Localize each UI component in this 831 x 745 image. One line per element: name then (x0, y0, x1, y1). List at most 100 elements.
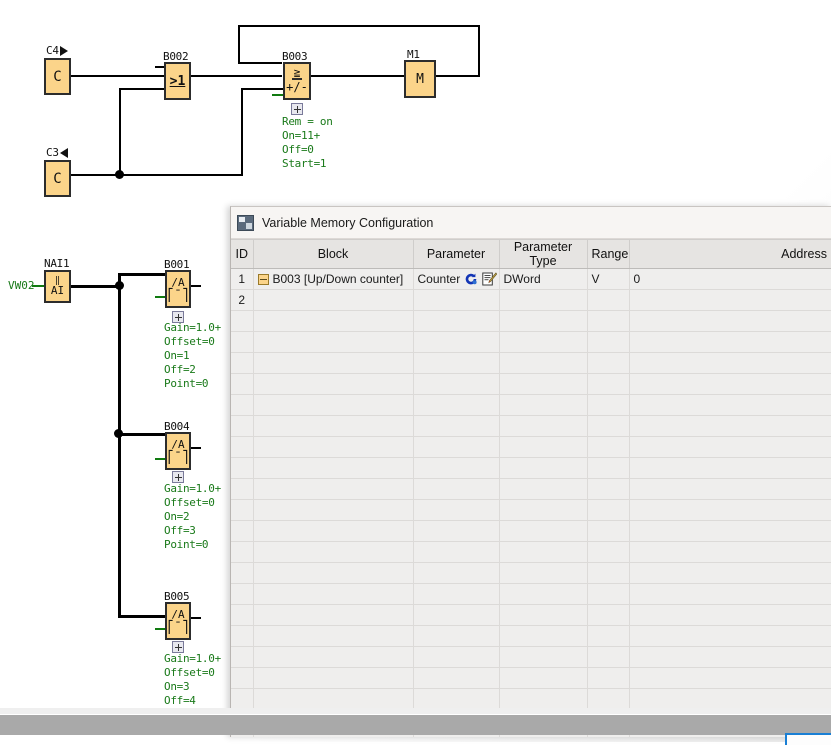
block-c3[interactable]: C (44, 160, 71, 197)
table-row[interactable] (231, 542, 831, 563)
cell-empty[interactable] (629, 395, 831, 416)
cell-empty[interactable] (231, 584, 253, 605)
cell-empty[interactable] (499, 395, 587, 416)
cell-empty[interactable] (499, 374, 587, 395)
cell-empty[interactable] (499, 479, 587, 500)
cell-empty[interactable] (587, 416, 629, 437)
cell-empty[interactable] (413, 479, 499, 500)
cell-empty[interactable] (587, 563, 629, 584)
cell-empty[interactable] (499, 353, 587, 374)
cell-empty[interactable] (253, 395, 413, 416)
cell-empty[interactable] (587, 626, 629, 647)
table-row[interactable] (231, 626, 831, 647)
cell-empty[interactable] (253, 416, 413, 437)
block-c4[interactable]: C (44, 58, 71, 95)
cell-empty[interactable] (629, 500, 831, 521)
edit-icon[interactable] (482, 272, 497, 286)
cell-empty[interactable] (499, 647, 587, 668)
cell-empty[interactable] (413, 353, 499, 374)
expand-b003-button[interactable] (291, 103, 303, 115)
cell-empty[interactable] (499, 500, 587, 521)
cell-empty[interactable] (629, 437, 831, 458)
variable-memory-configuration-dialog[interactable]: Variable Memory Configuration ID Block P… (230, 206, 831, 737)
cell-empty[interactable] (413, 647, 499, 668)
table-row[interactable] (231, 584, 831, 605)
cell-empty[interactable] (499, 416, 587, 437)
cell-empty[interactable] (231, 395, 253, 416)
cell-empty[interactable] (629, 542, 831, 563)
cell-empty[interactable] (253, 500, 413, 521)
cell-parameter[interactable] (413, 290, 499, 311)
table-row[interactable] (231, 353, 831, 374)
cell-empty[interactable] (231, 374, 253, 395)
cell-empty[interactable] (253, 563, 413, 584)
cell-empty[interactable] (231, 647, 253, 668)
cell-empty[interactable] (413, 521, 499, 542)
cell-empty[interactable] (587, 374, 629, 395)
cell-empty[interactable] (413, 689, 499, 710)
cell-empty[interactable] (499, 311, 587, 332)
cell-empty[interactable] (587, 689, 629, 710)
cell-empty[interactable] (231, 311, 253, 332)
table-row[interactable] (231, 458, 831, 479)
cell-empty[interactable] (629, 584, 831, 605)
table-row[interactable] (231, 437, 831, 458)
cell-empty[interactable] (499, 563, 587, 584)
cell-empty[interactable] (587, 500, 629, 521)
cell-empty[interactable] (253, 605, 413, 626)
block-b005[interactable]: /A ⎡¯⎤ (165, 602, 191, 640)
table-row[interactable] (231, 479, 831, 500)
table-row[interactable] (231, 647, 831, 668)
cell-empty[interactable] (629, 458, 831, 479)
cell-empty[interactable] (413, 542, 499, 563)
cell-empty[interactable] (587, 311, 629, 332)
table-row[interactable] (231, 374, 831, 395)
cell-empty[interactable] (413, 311, 499, 332)
table-row[interactable] (231, 605, 831, 626)
cell-empty[interactable] (629, 521, 831, 542)
cell-empty[interactable] (413, 626, 499, 647)
cell-empty[interactable] (253, 374, 413, 395)
cell-empty[interactable] (587, 479, 629, 500)
cell-empty[interactable] (499, 584, 587, 605)
cell-empty[interactable] (231, 521, 253, 542)
cell-empty[interactable] (231, 458, 253, 479)
variable-memory-grid[interactable]: ID Block Parameter Parameter Type Range … (231, 239, 831, 737)
cell-empty[interactable] (231, 437, 253, 458)
cell-empty[interactable] (629, 668, 831, 689)
cell-empty[interactable] (499, 668, 587, 689)
cell-block[interactable]: B003 [Up/Down counter] (253, 269, 413, 290)
table-row[interactable] (231, 395, 831, 416)
cell-empty[interactable] (253, 668, 413, 689)
cell-empty[interactable] (231, 689, 253, 710)
cell-empty[interactable] (629, 416, 831, 437)
cell-empty[interactable] (587, 395, 629, 416)
variable-memory-table[interactable]: ID Block Parameter Parameter Type Range … (231, 239, 831, 737)
block-m1[interactable]: M (404, 60, 436, 98)
cell-empty[interactable] (587, 521, 629, 542)
table-row[interactable] (231, 563, 831, 584)
cell-empty[interactable] (231, 353, 253, 374)
table-row[interactable] (231, 332, 831, 353)
cell-empty[interactable] (629, 626, 831, 647)
cell-empty[interactable] (499, 521, 587, 542)
block-b002[interactable]: >1 (164, 62, 191, 100)
block-b003[interactable]: ≧ +/- (283, 62, 311, 100)
cell-empty[interactable] (629, 311, 831, 332)
cell-empty[interactable] (253, 689, 413, 710)
cell-address[interactable]: 0 (629, 269, 831, 290)
cell-empty[interactable] (253, 311, 413, 332)
cell-block[interactable] (253, 290, 413, 311)
cell-empty[interactable] (253, 479, 413, 500)
column-header-parameter[interactable]: Parameter (413, 240, 499, 269)
cell-range[interactable]: V (587, 269, 629, 290)
column-header-id[interactable]: ID (231, 240, 253, 269)
cell-empty[interactable] (587, 542, 629, 563)
cell-empty[interactable] (499, 458, 587, 479)
refresh-icon[interactable] (464, 272, 478, 286)
table-row[interactable]: 2 (231, 290, 831, 311)
cell-range[interactable] (587, 290, 629, 311)
cell-empty[interactable] (413, 584, 499, 605)
dialog-titlebar[interactable]: Variable Memory Configuration (231, 207, 831, 239)
block-b004[interactable]: /A ⎡¯⎤ (165, 432, 191, 470)
